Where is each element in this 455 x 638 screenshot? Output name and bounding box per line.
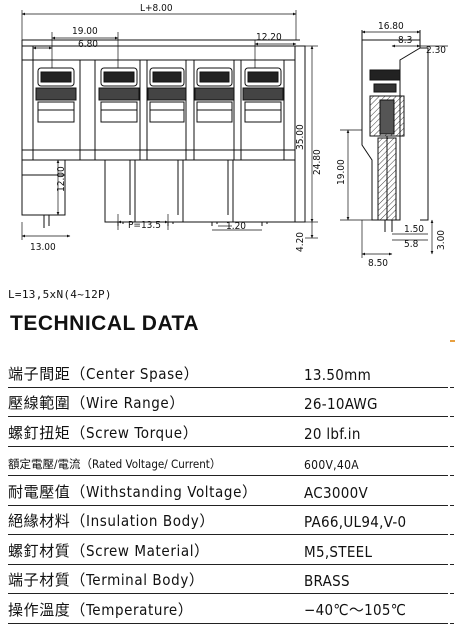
spec-label: 壓線範圍（Wire Range） [8, 394, 185, 412]
section-title: TECHNICAL DATA [10, 312, 199, 335]
length-formula: L=13,5xN(4~12P) [8, 288, 112, 301]
row-tick [450, 593, 454, 594]
screw-terminals [35, 67, 284, 123]
row-tick [450, 475, 454, 476]
pole-1 [35, 67, 77, 123]
spec-value: PA66,UL94,V-0 [304, 513, 407, 531]
spec-value: BRASS [304, 572, 350, 590]
spec-label: 螺釘材質（Screw Material） [8, 541, 210, 560]
spec-label: 耐電壓值（Withstanding Voltage） [8, 482, 258, 501]
front-dimensions [21, 10, 318, 240]
row-tick [450, 504, 454, 506]
dim-pin-base-a: 1.50 [404, 224, 424, 235]
dim-side-flange: 2.30 [426, 45, 446, 56]
front-dimension-labels: L+8.00 19.00 6.80 12.20 35.00 24.80 4.20… [30, 3, 323, 253]
spec-value: AC3000V [304, 483, 369, 502]
dim-overall-length: L+8.00 [140, 3, 173, 14]
spec-row: 額定電壓/電流（Rated Voltage/ Current） 600V,40A [8, 447, 454, 476]
spec-value: −40℃～105℃ [304, 600, 407, 619]
dim-pin-base-c: 3.00 [436, 230, 447, 250]
dim-first-pitch: 19.00 [72, 26, 98, 37]
spec-value: M5,STEEL [304, 542, 373, 561]
pins [43, 160, 268, 228]
row-tick [450, 445, 454, 447]
spec-value: 20 lbf.in [304, 424, 361, 443]
terminal-block-drawing: L+8.00 19.00 6.80 12.20 35.00 24.80 4.20… [21, 3, 448, 269]
spec-row: 螺釘材質（Screw Material） M5,STEEL [8, 535, 454, 565]
decor-mark [450, 340, 455, 342]
pole-5 [242, 67, 284, 123]
row-tick [450, 416, 454, 417]
spec-label: 螺釘扭矩（Screw Torque） [8, 423, 199, 442]
spec-row: 端子間距（Center Spase） 13.50mm [8, 358, 454, 388]
dim-height-mid: 24.80 [312, 149, 323, 175]
spec-row: 操作溫度（Temperature） −40℃～105℃ [8, 594, 454, 624]
dim-left-offset: 6.80 [78, 39, 98, 50]
dim-side-bottom: 8.50 [368, 258, 388, 269]
spec-label: 操作溫度（Temperature） [8, 600, 194, 619]
dim-pin-base-b: 5.8 [404, 239, 419, 250]
spec-table: 端子間距（Center Spase） 13.50mm 壓線範圍（Wire Range… [8, 358, 454, 624]
spec-label: 端子材質（Terminal Body） [8, 571, 205, 589]
spec-row: 螺釘扭矩（Screw Torque） 20 lbf.in [8, 417, 454, 447]
pole-4 [194, 67, 235, 123]
pole-3 [147, 67, 187, 123]
dim-right-width: 12.20 [256, 32, 282, 43]
spec-row: 端子材質（Terminal Body） BRASS [8, 565, 454, 594]
front-view [21, 39, 306, 223]
row-tick [450, 386, 454, 388]
side-view [361, 30, 429, 232]
side-dimension-labels: 16.80 8.3 2.30 19.00 1.50 5.8 3.00 8.50 [336, 21, 447, 269]
row-tick [450, 622, 454, 624]
dim-height-lower: 19.00 [336, 159, 347, 185]
dim-height-total: 35.00 [295, 124, 306, 150]
row-tick [450, 534, 454, 535]
dim-pin-length: 12.00 [56, 166, 67, 192]
spec-value: 26-10AWG [304, 395, 378, 413]
dim-side-top: 8.3 [398, 35, 412, 46]
spec-label: 絕緣材料（Insulation Body） [8, 512, 215, 530]
spec-value: 13.50mm [304, 365, 372, 384]
pole-2 [98, 67, 140, 123]
dim-pin-width: 1.20 [226, 221, 246, 232]
dim-left-edge: 13.00 [30, 242, 56, 253]
spec-value: 600V,40A [304, 458, 359, 472]
row-tick [450, 563, 454, 565]
spec-label: 端子間距（Center Spase） [8, 364, 200, 383]
spec-label: 額定電壓/電流（Rated Voltage/ Current） [8, 457, 222, 471]
dim-pitch: P=13.5 [128, 220, 161, 231]
side-dimensions [340, 30, 448, 258]
spec-row: 耐電壓值（Withstanding Voltage） AC3000V [8, 476, 454, 506]
dim-side-depth: 16.80 [378, 21, 404, 32]
dim-pin-extension: 4.20 [295, 232, 306, 252]
spec-row: 絕緣材料（Insulation Body） PA66,UL94,V-0 [8, 506, 454, 535]
spec-row: 壓線範圍（Wire Range） 26-10AWG [8, 388, 454, 417]
